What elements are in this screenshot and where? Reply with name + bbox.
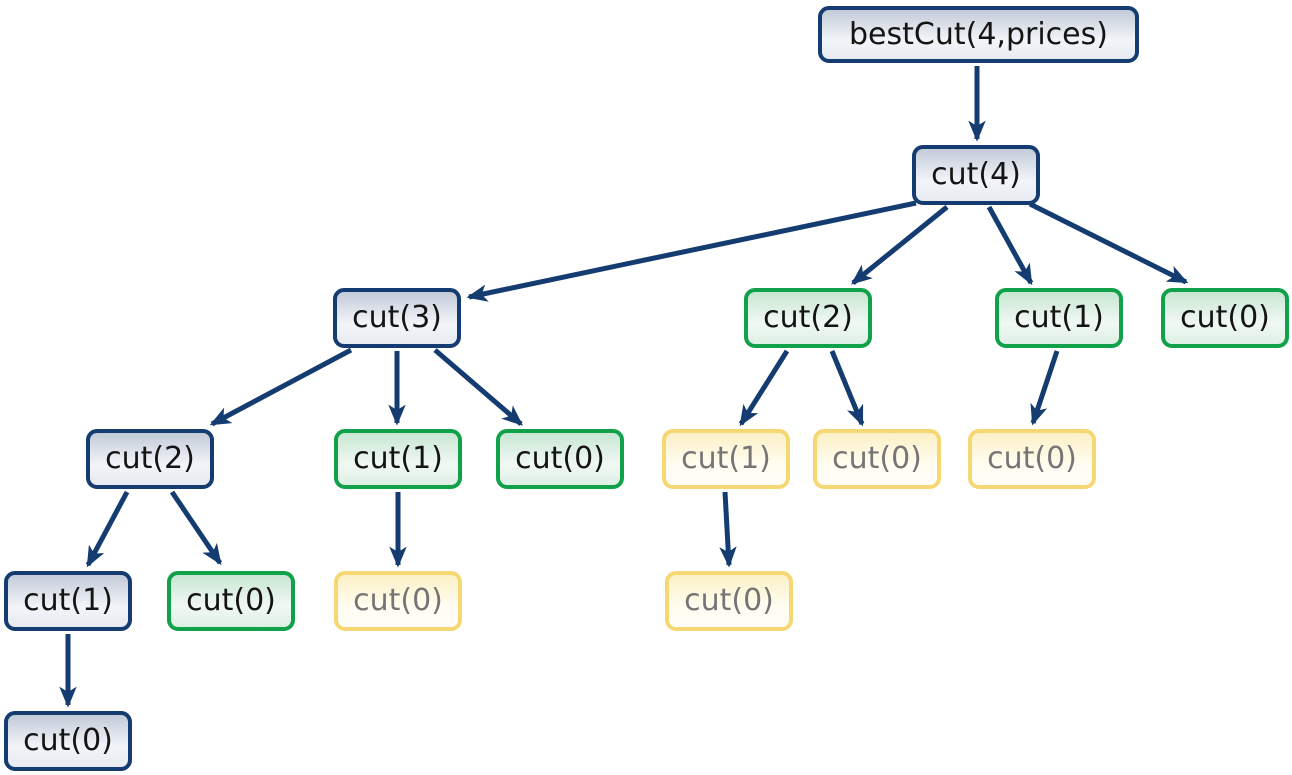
edge-cut2-b-to-cut1-d (85, 490, 130, 568)
edge-cut4-to-cut0-c (1028, 201, 1189, 285)
edge-cut2-a-to-cut1-c (738, 349, 790, 427)
tree-node-cut2-b: cut(2) (86, 429, 214, 489)
tree-node-cut1-a: cut(1) (334, 429, 462, 489)
edge-cut4-to-cut2-a (850, 205, 949, 285)
tree-node-cut0-h: cut(0) (665, 571, 793, 631)
edge-cut4-to-cut3 (466, 200, 917, 302)
tree-node-cut1-b: cut(1) (995, 288, 1123, 348)
tree-node-cut1-c: cut(1) (662, 429, 790, 489)
tree-node-cut0-d: cut(0) (813, 429, 941, 489)
tree-node-cut1-d: cut(1) (4, 571, 132, 631)
tree-node-cut2-a: cut(2) (744, 288, 872, 348)
edge-cut1-b-to-cut0-e (1030, 350, 1060, 426)
tree-node-cut4: cut(4) (912, 145, 1040, 205)
tree-node-bestCut-4: bestCut(4,prices) (818, 6, 1139, 63)
tree-node-cut0-e: cut(0) (968, 429, 1096, 489)
tree-node-cut0-i: cut(0) (4, 711, 132, 771)
tree-node-cut0-g: cut(0) (334, 571, 462, 631)
edge-cut1-c-to-cut0-h (719, 491, 737, 568)
edge-cut2-b-to-cut0-f (169, 490, 223, 566)
tree-node-cut3: cut(3) (333, 288, 461, 348)
edge-cut3-to-cut2-b (209, 347, 353, 427)
edge-cut3-to-cut0-b (433, 348, 523, 426)
tree-node-cut0-c: cut(0) (1161, 288, 1289, 348)
edge-cut2-a-to-cut0-d (829, 350, 865, 427)
edge-cut4-to-cut1-b (986, 205, 1034, 286)
tree-node-cut0-f: cut(0) (167, 571, 295, 631)
tree-node-cut0-b: cut(0) (496, 429, 624, 489)
